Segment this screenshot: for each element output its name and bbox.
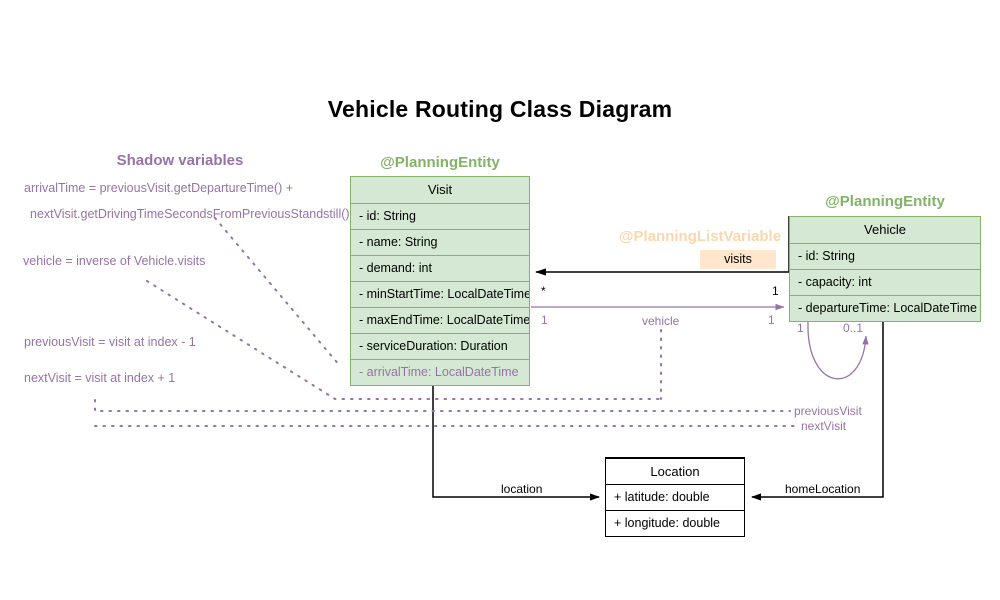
guide-arrival-time xyxy=(214,217,341,367)
multiplicity-visits-source: 1 xyxy=(772,284,779,298)
edge-label-vehicle: vehicle xyxy=(642,314,680,328)
shadow-note-arrival-time-1: arrivalTime = previousVisit.getDeparture… xyxy=(24,181,294,195)
attribute-visit-name: - name: String xyxy=(351,229,529,255)
edge-location xyxy=(432,382,600,501)
multiplicity-vehicle-target: 1 xyxy=(768,313,775,327)
class-box-visit[interactable]: Visit - id: String - name: String - dema… xyxy=(350,176,530,386)
shadow-note-arrival-time-2: nextVisit.getDrivingTimeSecondsFromPrevi… xyxy=(30,207,350,221)
class-box-vehicle[interactable]: Vehicle - id: String - capacity: int - d… xyxy=(789,216,981,322)
attribute-vehicle-id: - id: String xyxy=(790,243,980,269)
edge-label-visits: visits xyxy=(700,250,776,269)
attribute-visit-service-duration: - serviceDuration: Duration xyxy=(351,333,529,359)
multiplicity-visits-target: * xyxy=(541,284,546,298)
attribute-visit-max-end-time: - maxEndTime: LocalDateTime xyxy=(351,307,529,333)
shadow-note-previous-visit: previousVisit = visit at index - 1 xyxy=(24,335,196,349)
shadow-variables-heading: Shadow variables xyxy=(116,152,244,169)
shadow-note-vehicle: vehicle = inverse of Vehicle.visits xyxy=(23,254,206,268)
shadow-note-next-visit: nextVisit = visit at index + 1 xyxy=(24,371,176,385)
attribute-visit-id: - id: String xyxy=(351,203,529,229)
attribute-visit-min-start-time: - minStartTime: LocalDateTime xyxy=(351,281,529,307)
edge-label-location: location xyxy=(501,482,543,496)
guide-previous-visit xyxy=(94,399,791,412)
multiplicity-self-loop-target: 0..1 xyxy=(843,321,864,335)
diagram-title: Vehicle Routing Class Diagram xyxy=(327,96,673,122)
attribute-visit-arrival-time: - arrivalTime: LocalDateTime xyxy=(351,359,529,385)
planning-entity-vehicle-heading: @PlanningEntity xyxy=(825,193,945,210)
attribute-vehicle-departure-time: - departureTime: LocalDateTime xyxy=(790,295,980,321)
class-name-vehicle: Vehicle xyxy=(864,222,906,237)
edge-label-next-visit: nextVisit xyxy=(801,419,847,433)
attribute-location-longitude: + longitude: double xyxy=(606,510,744,536)
edge-label-previous-visit: previousVisit xyxy=(794,404,862,418)
attribute-vehicle-capacity: - capacity: int xyxy=(790,269,980,295)
planning-list-variable-heading: @PlanningListVariable xyxy=(618,228,782,245)
planning-entity-visit-heading: @PlanningEntity xyxy=(380,154,500,171)
multiplicity-self-loop-source: 1 xyxy=(797,321,804,335)
edge-label-home-location: homeLocation xyxy=(785,482,861,496)
class-box-location[interactable]: Location + latitude: double + longitude:… xyxy=(605,457,745,537)
class-name-location: Location xyxy=(606,458,744,484)
attribute-visit-demand: - demand: int xyxy=(351,255,529,281)
edge-home-location xyxy=(751,307,884,501)
attribute-location-latitude: + latitude: double xyxy=(606,484,744,510)
multiplicity-vehicle-source: 1 xyxy=(541,313,548,327)
class-name-visit: Visit xyxy=(427,182,453,197)
